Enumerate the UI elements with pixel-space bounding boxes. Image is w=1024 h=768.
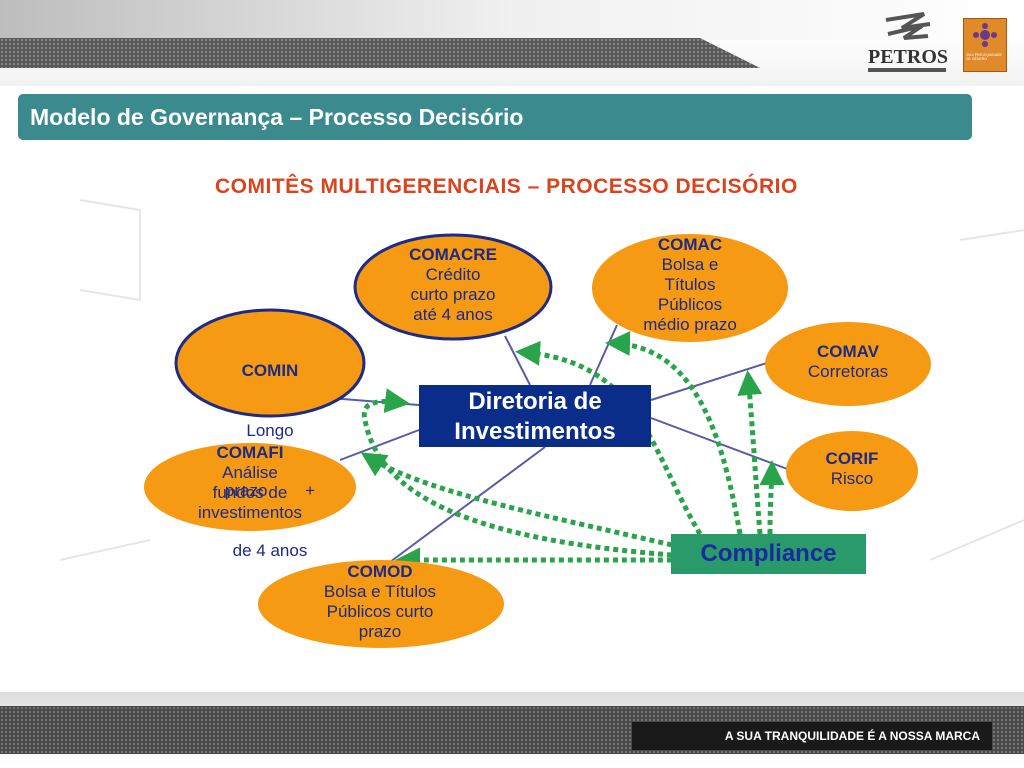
node-comin-line1: Longo — [246, 421, 294, 440]
node-comin-shape — [174, 308, 366, 418]
node-comav-line1: Corretoras — [807, 362, 889, 381]
node-comac-line1: Bolsa e — [661, 255, 719, 274]
node-comav-shape — [765, 322, 931, 406]
diretoria-line2: Investimentos — [454, 418, 616, 445]
node-comod-name: COMOD — [347, 562, 413, 581]
node-comafi-name: COMAFI — [216, 443, 284, 462]
node-comacre-line2: curto prazo — [410, 285, 496, 304]
diretoria-line1: Diretoria de — [468, 388, 602, 415]
node-comac-line4: médio prazo — [643, 315, 737, 334]
compliance-label: Compliance — [700, 540, 837, 567]
node-comac: COMAC Bolsa e Títulos Públicos médio pra… — [620, 235, 760, 335]
node-comin: COMIN Longo prazo + de 4 anos — [195, 321, 345, 581]
node-corif: CORIF Risco — [792, 449, 912, 489]
node-comav: COMAV Corretoras — [778, 342, 918, 382]
compliance-box: Compliance — [671, 534, 866, 574]
node-comac-name: COMAC — [657, 235, 723, 254]
committee-nodes — [144, 233, 931, 648]
node-comac-line3: Públicos — [657, 295, 723, 314]
node-comin-line2: prazo + — [224, 481, 316, 500]
node-corif-name: CORIF — [825, 449, 879, 468]
node-comafi-line1: Análise — [222, 463, 278, 482]
logo-underline — [868, 68, 946, 72]
footer-tagline-box: A SUA TRANQUILIDADE É A NOSSA MARCA — [632, 722, 992, 750]
gender-equity-badge: 2010 PRÓ-EQUIDADE DE GÊNERO — [963, 18, 1007, 72]
node-comacre-name: COMACRE — [409, 245, 497, 264]
diretoria-investimentos-box: Diretoria de Investimentos — [419, 385, 651, 447]
node-comacre-line1: Crédito — [425, 265, 481, 284]
header-dot-pattern — [0, 38, 760, 68]
node-comod-line1: Bolsa e Títulos — [323, 582, 437, 601]
node-comafi-line2: fundos de — [212, 483, 288, 502]
node-comin-name: COMIN — [241, 361, 299, 380]
slide-title-bar: Modelo de Governança – Processo Decisóri… — [18, 94, 972, 140]
node-comacre-shape — [353, 233, 553, 341]
node-comafi: COMAFI Análise fundos de investimentos — [175, 443, 325, 523]
node-corif-shape — [786, 431, 918, 511]
logo-text: PETROS — [867, 46, 949, 68]
node-comod: COMOD Bolsa e Títulos Públicos curto pra… — [300, 562, 460, 642]
node-comac-shape — [592, 234, 788, 342]
node-comin-line3: de 4 anos — [232, 541, 308, 560]
petros-logo-icon — [885, 12, 931, 40]
header-gradient — [0, 0, 1024, 40]
node-comafi-line3: investimentos — [198, 503, 302, 522]
badge-text: 2010 PRÓ-EQUIDADE DE GÊNERO — [966, 53, 1002, 61]
node-comafi-shape — [144, 443, 356, 531]
slide-title: Modelo de Governança – Processo Decisóri… — [30, 104, 524, 130]
node-comod-line2: Públicos curto — [326, 602, 434, 621]
footer-tagline: A SUA TRANQUILIDADE É A NOSSA MARCA — [724, 729, 980, 743]
petros-logo: PETROS — [866, 10, 950, 72]
node-comacre: COMACRE Crédito curto prazo até 4 anos — [383, 245, 523, 325]
node-corif-line1: Risco — [830, 469, 874, 488]
node-comod-line3: prazo — [358, 622, 402, 641]
node-comod-shape — [258, 560, 504, 648]
diagram-title: COMITÊS MULTIGERENCIAIS – PROCESSO DECIS… — [215, 175, 798, 198]
node-comacre-line3: até 4 anos — [413, 305, 493, 324]
background-lines — [59, 199, 1024, 561]
node-comav-name: COMAV — [816, 342, 879, 361]
badge-flower-icon — [973, 23, 997, 47]
compliance-arrows — [360, 331, 785, 573]
node-comac-line2: Títulos — [664, 275, 716, 294]
